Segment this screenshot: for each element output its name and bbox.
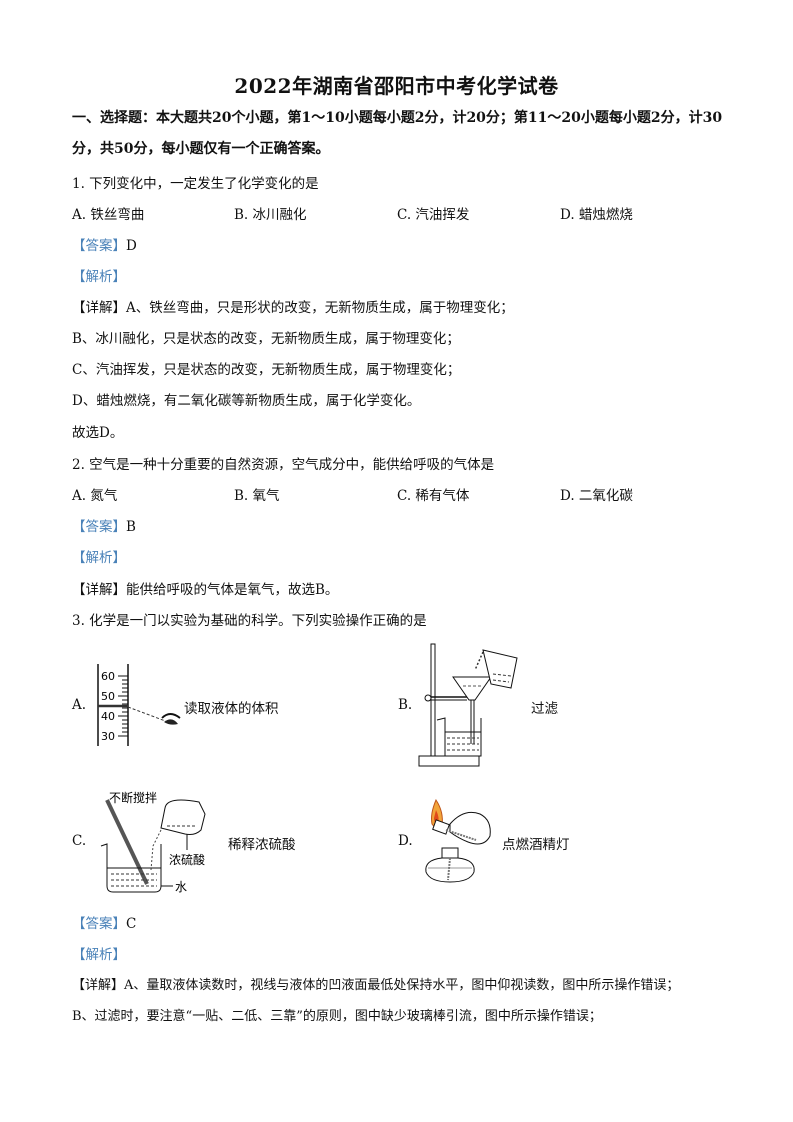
detail-text: A、铁丝弯曲，只是形状的改变，无新物质生成，属于物理变化； (126, 300, 514, 316)
question-1-stem: 1. 下列变化中，一定发生了化学变化的是 (72, 176, 319, 192)
annotation-acid: 浓硫酸 (169, 852, 205, 867)
answer-3: 【答案】C (72, 912, 136, 932)
option-d: D. 二氧化碳 (560, 488, 633, 504)
analysis-3: 【解析】 (72, 943, 126, 963)
detail-1-line-3: C、汽油挥发，只是状态的改变，无新物质生成，属于物理变化； (72, 362, 461, 378)
option-d: D. 蜡烛燃烧 (560, 207, 633, 223)
scale-40: 40 (101, 710, 115, 723)
detail-2-line-1: 【详解】能供给呼吸的气体是氧气，故选B。 (72, 578, 338, 598)
question-2-stem: 2. 空气是一种十分重要的自然资源，空气成分中，能供给呼吸的气体是 (72, 457, 495, 473)
scale-30: 30 (101, 730, 115, 743)
figure-option-c-caption: 稀释浓硫酸 (228, 837, 296, 853)
filtration-apparatus-figure (418, 643, 518, 767)
detail-label: 【详解】 (72, 300, 126, 316)
page-title: 2022年湖南省邵阳市中考化学试卷 (234, 74, 559, 98)
detail-1-line-2: B、冰川融化，只是状态的改变，无新物质生成，属于物理变化； (72, 331, 460, 347)
dilution-figure: 不断搅拌 浓硫酸 水 (100, 790, 206, 894)
section-heading: 一、选择题：本大题共20个小题，第1～10小题每小题2分，计20分；第11～20… (72, 110, 723, 157)
answer-1: 【答案】D (72, 234, 137, 254)
answer-label: 【答案】 (72, 238, 126, 254)
annotation-water: 水 (175, 880, 187, 894)
question-3-stem: 3. 化学是一门以实验为基础的科学。下列实验操作正确的是 (72, 613, 427, 629)
option-b: B. 冰川融化 (234, 207, 307, 223)
eye-icon (161, 713, 181, 725)
analysis-1: 【解析】 (72, 265, 126, 285)
figure-option-a-caption: 读取液体的体积 (184, 701, 279, 717)
option-a: A. 氮气 (72, 488, 118, 504)
scale-60: 60 (101, 670, 115, 683)
answer-value: D (126, 238, 137, 254)
figure-option-c-letter: C. (72, 833, 87, 849)
analysis-label: 【解析】 (72, 550, 126, 566)
figure-option-a-letter: A. (72, 697, 87, 713)
detail-label: 【详解】 (72, 978, 125, 993)
answer-value: B (126, 519, 136, 535)
detail-1-line-1: 【详解】A、铁丝弯曲，只是形状的改变，无新物质生成，属于物理变化； (72, 296, 514, 316)
answer-label: 【答案】 (72, 916, 126, 932)
detail-1-line-4: D、蜡烛燃烧，有二氧化碳等新物质生成，属于化学变化。 (72, 393, 421, 409)
detail-text: A、量取液体读数时，视线与液体的凹液面最低处保持水平，图中仰视读数，图中所示操作… (124, 978, 680, 993)
figure-option-d-letter: D. (398, 833, 413, 849)
figure-option-d-caption: 点燃酒精灯 (502, 837, 570, 853)
answer-value: C (126, 916, 137, 932)
option-a: A. 铁丝弯曲 (72, 207, 145, 223)
annotation-stir: 不断搅拌 (109, 790, 157, 805)
graduated-cylinder-figure: 60 50 40 30 (97, 664, 181, 746)
answer-label: 【答案】 (72, 519, 126, 535)
detail-text: 能供给呼吸的气体是氧气，故选B。 (126, 582, 339, 598)
detail-3-line-2: B、过滤时，要注意“一贴、二低、三靠”的原则，图中缺少玻璃棒引流，图中所示操作错… (72, 1009, 602, 1024)
analysis-label: 【解析】 (72, 269, 126, 285)
figure-option-b-letter: B. (398, 697, 413, 713)
answer-2: 【答案】B (72, 515, 136, 535)
detail-1-line-5: 故选D。 (72, 425, 124, 441)
alcohol-lamp-figure (425, 798, 491, 883)
option-c: C. 汽油挥发 (397, 207, 470, 223)
option-c: C. 稀有气体 (397, 488, 470, 504)
analysis-2: 【解析】 (72, 546, 126, 566)
scale-50: 50 (101, 690, 115, 703)
detail-label: 【详解】 (72, 582, 126, 598)
option-b: B. 氧气 (234, 488, 280, 504)
figure-option-b-caption: 过滤 (531, 701, 558, 717)
detail-3-line-1: 【详解】A、量取液体读数时，视线与液体的凹液面最低处保持水平，图中仰视读数，图中… (72, 974, 679, 993)
analysis-label: 【解析】 (72, 947, 126, 963)
